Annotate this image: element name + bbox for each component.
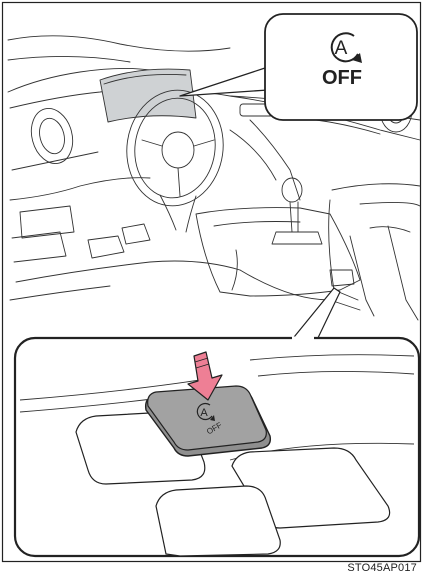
indicator-off-label: OFF xyxy=(322,67,362,89)
figure-code: STO45AP017 xyxy=(347,562,417,574)
switch-icon-letter: A xyxy=(200,407,208,419)
adjacent-switch-bottom xyxy=(156,486,280,556)
indicator-letter: A xyxy=(335,38,348,59)
